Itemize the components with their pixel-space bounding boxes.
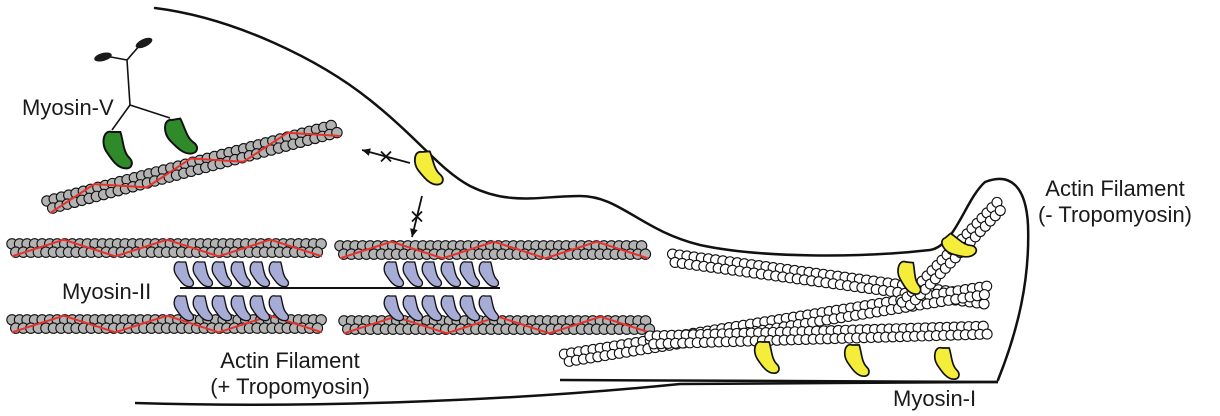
label-actin-plus-line2: (+ Tropomyosin) <box>180 374 400 400</box>
cell-outline <box>135 8 1028 405</box>
myosin-head-shape <box>384 262 403 287</box>
myosin-ii-head <box>193 262 212 287</box>
myosin-ii-head <box>212 262 231 287</box>
myosin-v-cargo-tip <box>93 51 112 63</box>
actin-filament-myosin-v <box>42 120 342 213</box>
actin-filaments <box>7 120 1005 366</box>
myosin-head-shape <box>231 262 250 287</box>
myosin-ii-head <box>441 262 460 287</box>
myosin-i-head <box>845 345 869 377</box>
myosin-head-shape <box>403 262 422 287</box>
myosin-ii-head <box>422 262 441 287</box>
blocked-arrow-to-tropomyosin-filament <box>410 196 422 237</box>
actin-monomer <box>995 206 1005 216</box>
myosin-head-shape <box>845 345 869 377</box>
myosin-head-shape <box>103 132 131 169</box>
arrow-head <box>410 228 418 237</box>
label-actin-plus-line1: Actin Filament <box>180 348 400 374</box>
label-actin-minus-line1: Actin Filament <box>1020 176 1210 202</box>
myosin-head-shape <box>193 262 212 287</box>
myosin-head-shape <box>479 262 498 287</box>
myosin-head-shape <box>212 262 231 287</box>
myosin-ii-head <box>403 262 422 287</box>
cell-membrane-base <box>560 380 998 382</box>
myosin-i-head <box>935 348 959 380</box>
myosin-ii-head <box>479 262 498 287</box>
myosin-i-head-free <box>414 150 443 186</box>
myosin-head-shape <box>269 262 288 287</box>
actin-monomer <box>979 290 989 300</box>
myosin-ii-head <box>269 262 288 287</box>
actin-filament-upper-right <box>335 241 651 260</box>
myosin-v-head <box>164 116 198 157</box>
myosin-head-shape <box>414 150 443 186</box>
myosin-ii-head <box>460 262 479 287</box>
myosin-ii-head <box>231 262 250 287</box>
myosin-head-shape <box>164 116 198 157</box>
myosin-head-shape <box>935 348 959 380</box>
myosin-head-shape <box>441 262 460 287</box>
myosin-ii-head <box>174 262 193 287</box>
actin-monomer <box>982 329 992 339</box>
myosin-head-shape <box>250 262 269 287</box>
myosin-ii-head <box>250 262 269 287</box>
myosin-head-shape <box>755 342 779 374</box>
myosin-head-shape <box>174 262 193 287</box>
myosin-ii-head <box>384 262 403 287</box>
label-myosin-ii: Myosin-II <box>62 279 151 305</box>
myosin-head-shape <box>422 262 441 287</box>
actin-filament-upper-left <box>7 239 327 258</box>
blocked-arrow-to-myosin-v-filament <box>362 148 410 163</box>
label-actin-filament-plus: Actin Filament (+ Tropomyosin) <box>180 348 400 400</box>
label-actin-filament-minus: Actin Filament (- Tropomyosin) <box>1020 176 1210 228</box>
label-myosin-i: Myosin-I <box>893 386 976 412</box>
label-myosin-v: Myosin-V <box>22 95 114 121</box>
myosin-i-head <box>755 342 779 374</box>
myosin-v-head <box>103 132 131 169</box>
blocked-arrows <box>362 148 422 237</box>
myosin-head-shape <box>460 262 479 287</box>
actin-monomer <box>979 299 989 309</box>
label-actin-minus-line2: (- Tropomyosin) <box>1020 202 1210 228</box>
